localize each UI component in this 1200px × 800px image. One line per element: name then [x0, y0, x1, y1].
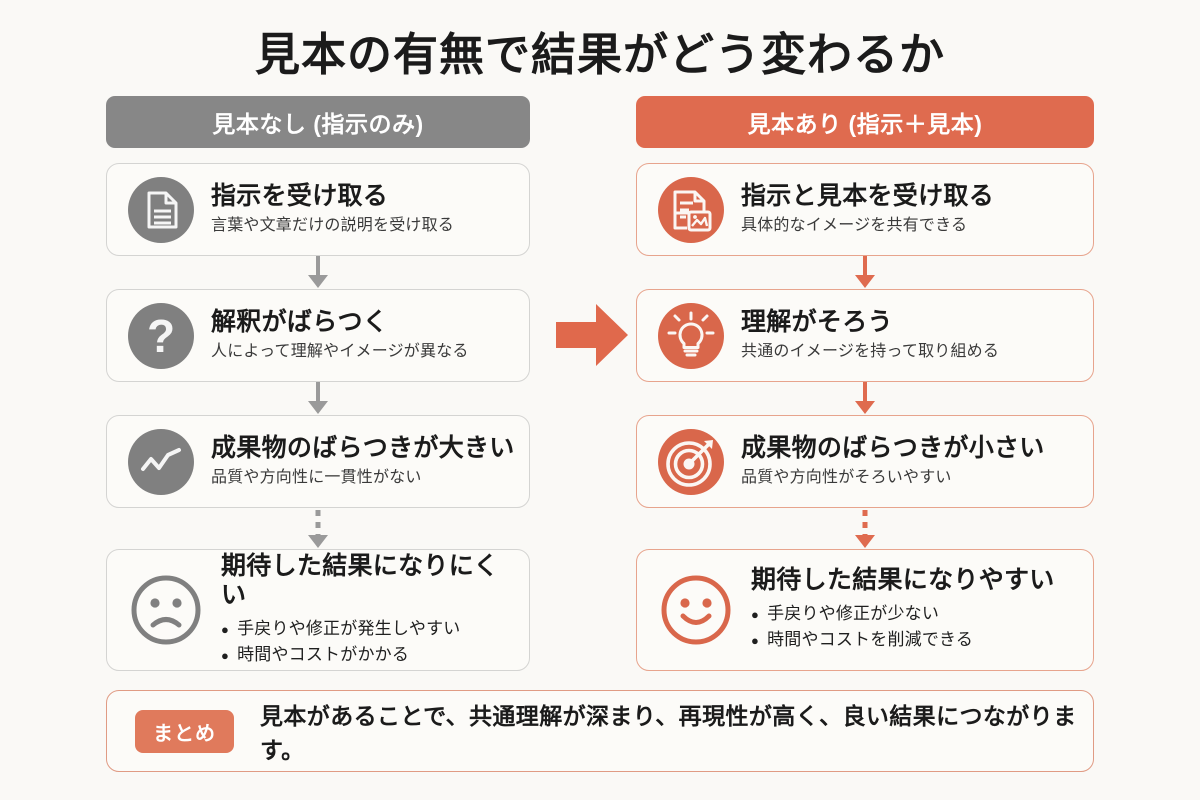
question-mark-icon: ? [127, 302, 195, 370]
card-right-1-text: 指示と見本を受け取る 具体的なイメージを共有できる [741, 182, 1093, 236]
svg-text:?: ? [147, 310, 175, 362]
card-right-3-text: 成果物のばらつきが小さい 品質や方向性がそろいやすい [741, 434, 1093, 488]
bullet-dot: ● [751, 633, 760, 649]
bullet-text: 時間やコストを削減できる [767, 630, 974, 650]
bullet-text: 手戻りや修正が発生しやすい [237, 618, 461, 638]
card-left-2-text: 解釈がばらつく 人によって理解やイメージが異なる [211, 308, 529, 362]
sad-face-icon [127, 571, 205, 649]
card-left-2: ? 解釈がばらつく 人によって理解やイメージが異なる [106, 289, 530, 382]
connector-left-1 [298, 256, 338, 289]
card-left-4: 期待した結果になりにくい ● 手戻りや修正が発生しやすい ● 時間やコストがかかる [106, 549, 530, 671]
card-subtitle: 品質や方向性に一貫性がない [211, 468, 422, 486]
card-right-2: 理解がそろう 共通のイメージを持って取り組める [636, 289, 1094, 382]
connector-right-1 [845, 256, 885, 289]
right-arrow-icon [556, 302, 630, 373]
card-title: 指示を受け取る [211, 182, 389, 211]
card-right-2-text: 理解がそろう 共通のイメージを持って取り組める [741, 308, 1093, 362]
card-subtitle: 品質や方向性がそろいやすい [741, 468, 952, 486]
card-right-1: 指示と見本を受け取る 具体的なイメージを共有できる [636, 163, 1094, 256]
bullet-dot: ● [221, 621, 230, 637]
connector-right-3-dashed [845, 510, 885, 549]
card-title: 成果物のばらつきが大きい [211, 434, 515, 463]
connector-left-3-dashed [298, 510, 338, 549]
card-right-3: 成果物のばらつきが小さい 品質や方向性がそろいやすい [636, 415, 1094, 508]
list-item: ● 時間やコストがかかる [221, 642, 515, 668]
card-title: 理解がそろう [741, 308, 893, 337]
column-header-left: 見本なし (指示のみ) [106, 96, 530, 148]
card-left-3-text: 成果物のばらつきが大きい 品質や方向性に一貫性がない [211, 434, 529, 488]
list-item: ● 手戻りや修正が発生しやすい [221, 616, 515, 642]
card-title: 指示と見本を受け取る [741, 182, 995, 211]
bullet-dot: ● [221, 648, 230, 663]
summary-bar: まとめ 見本があることで、共通理解が深まり、再現性が高く、良い結果につながります… [106, 690, 1094, 772]
page-title: 見本の有無で結果がどう変わるか [254, 29, 945, 80]
card-left-4-text: 期待した結果になりにくい ● 手戻りや修正が発生しやすい ● 時間やコストがかかる [221, 552, 529, 669]
target-icon [657, 428, 725, 496]
status-badge: まとめ [135, 709, 234, 753]
lightbulb-icon [657, 302, 725, 370]
card-subtitle: 具体的なイメージを共有できる [741, 216, 968, 234]
bullet-text: 時間やコストがかかる [237, 645, 410, 664]
bullet-dot: ● [751, 606, 760, 622]
card-left-1: 指示を受け取る 言葉や文章だけの説明を受け取る [106, 163, 530, 256]
card-left-3: 成果物のばらつきが大きい 品質や方向性に一貫性がない [106, 415, 530, 508]
card-right-4: 期待した結果になりやすい ● 手戻りや修正が少ない ● 時間やコストを削減できる [636, 549, 1094, 671]
card-left-1-text: 指示を受け取る 言葉や文章だけの説明を受け取る [211, 182, 529, 236]
summary-text: 見本があることで、共通理解が深まり、再現性が高く、良い結果につながります。 [260, 703, 1077, 763]
list-item: ● 手戻りや修正が少ない [751, 601, 1079, 627]
connector-right-2 [845, 382, 885, 415]
connector-left-2 [298, 382, 338, 415]
card-title: 解釈がばらつく [211, 308, 389, 337]
card-title: 期待した結果になりにくい [221, 551, 499, 610]
list-item: ● 時間やコストを削減できる [751, 627, 1079, 653]
card-title: 期待した結果になりやすい [751, 566, 1055, 595]
card-right-4-bullets: ● 手戻りや修正が少ない ● 時間やコストを削減できる [751, 601, 1079, 654]
card-subtitle: 共通のイメージを持って取り組める [741, 342, 1000, 360]
document-icon [127, 176, 195, 244]
zigzag-line-icon [127, 428, 195, 496]
card-left-4-bullets: ● 手戻りや修正が発生しやすい ● 時間やコストがかかる [221, 616, 515, 669]
bullet-text: 手戻りや修正が少ない [767, 603, 940, 623]
document-with-image-icon [657, 176, 725, 244]
card-subtitle: 言葉や文章だけの説明を受け取る [211, 216, 455, 234]
card-right-4-text: 期待した結果になりやすい ● 手戻りや修正が少ない ● 時間やコストを削減できる [751, 566, 1093, 653]
card-title: 成果物のばらつきが小さい [741, 434, 1045, 463]
card-subtitle: 人によって理解やイメージが異なる [211, 342, 469, 360]
happy-face-icon [657, 571, 735, 649]
column-header-right: 見本あり (指示＋見本) [636, 96, 1094, 148]
